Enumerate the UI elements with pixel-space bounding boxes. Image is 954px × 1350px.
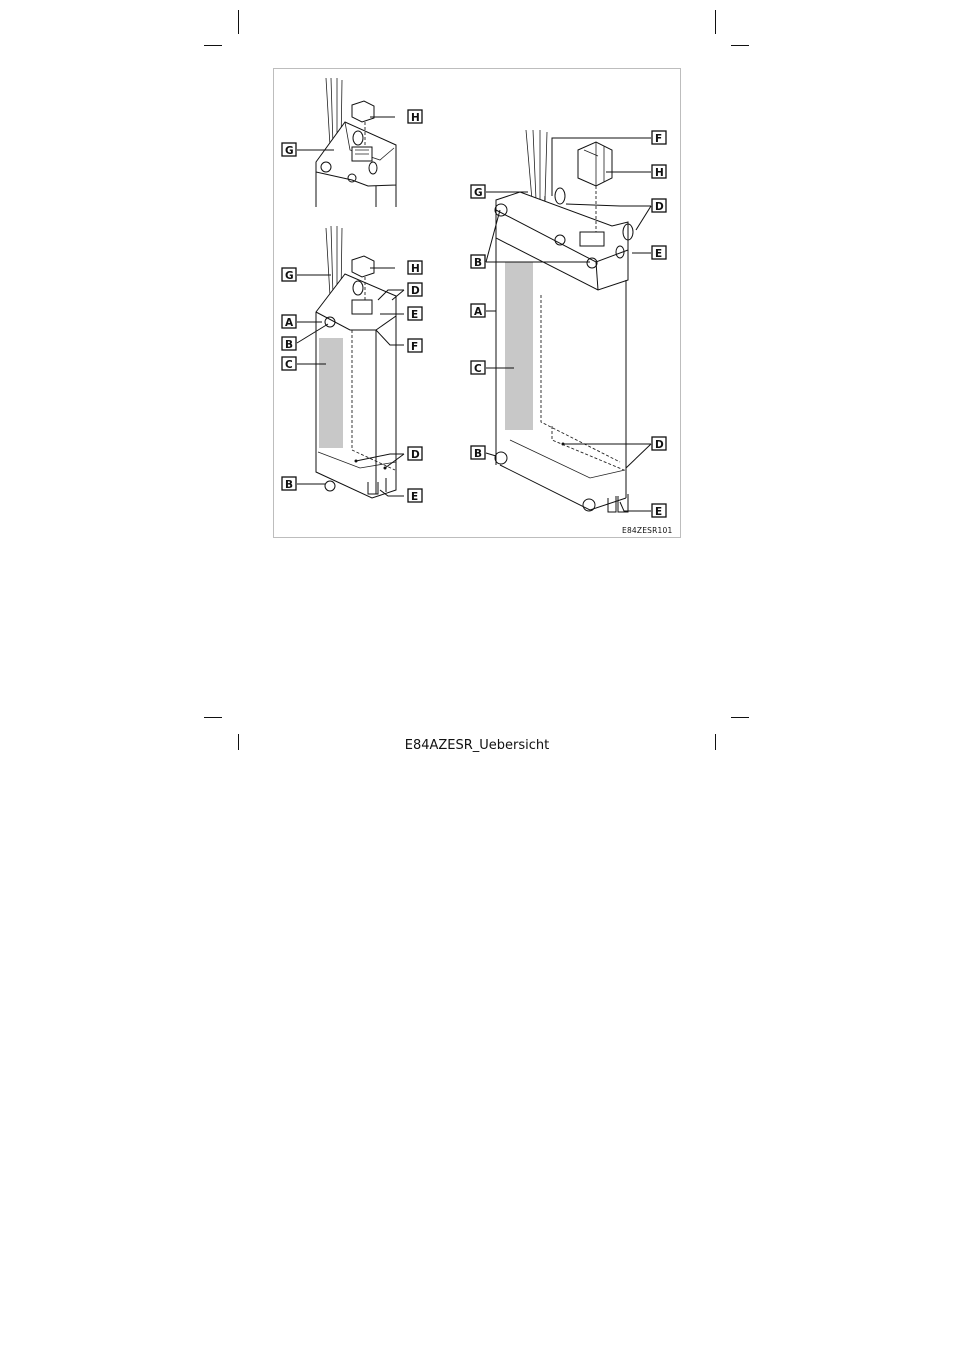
svg-text:B: B: [474, 448, 482, 460]
figure-id-code: E84ZESR101: [622, 526, 673, 535]
label-G-mid-left: G: [281, 267, 297, 282]
svg-text:D: D: [655, 439, 664, 451]
label-E-mid-left: E: [407, 306, 423, 321]
crop-mark-bottom-left-horizontal: [204, 717, 222, 718]
large-device-view: [494, 129, 634, 513]
svg-text:D: D: [411, 285, 420, 297]
svg-text:A: A: [285, 317, 294, 329]
svg-text:D: D: [655, 201, 664, 213]
label-H-top-left: H: [407, 109, 423, 124]
label-B-mid-left: B: [281, 336, 297, 351]
label-D-right-top: D: [651, 198, 667, 213]
svg-text:F: F: [655, 133, 662, 145]
label-B-right-top: B: [470, 254, 486, 269]
label-B-right-bottom: B: [470, 445, 486, 460]
label-G-right: G: [470, 184, 486, 199]
label-D-mid-left: D: [407, 282, 423, 297]
svg-text:E: E: [411, 309, 418, 321]
svg-text:D: D: [411, 449, 420, 461]
svg-text:E: E: [655, 248, 662, 260]
crop-mark-top-left-vertical: [238, 10, 239, 34]
crop-mark-bottom-right-horizontal: [731, 717, 749, 718]
label-D-bottom-left: D: [407, 446, 423, 461]
label-D-right-bottom: D: [651, 436, 667, 451]
svg-text:B: B: [474, 257, 482, 269]
small-device-full-view: [315, 225, 397, 499]
label-E-bottom-left: E: [407, 488, 423, 503]
figure-caption: E84AZESR_Uebersicht: [404, 738, 550, 753]
svg-text:B: B: [285, 479, 293, 491]
figure-frame: [273, 68, 681, 538]
svg-text:B: B: [285, 339, 293, 351]
label-E-right-bottom: E: [651, 503, 667, 518]
svg-text:G: G: [285, 145, 294, 157]
svg-text:C: C: [285, 359, 293, 371]
label-C-right: C: [470, 360, 486, 375]
label-E-right-top: E: [651, 245, 667, 260]
label-A-left: A: [281, 314, 297, 329]
svg-text:A: A: [474, 306, 483, 318]
leader-lines: [296, 116, 652, 512]
svg-text:H: H: [411, 112, 420, 124]
crop-mark-bottom-right-vertical: [715, 734, 716, 750]
svg-text:H: H: [655, 167, 664, 179]
crop-mark-bottom-left-vertical: [238, 734, 239, 750]
label-H-right: H: [651, 164, 667, 179]
svg-text:H: H: [411, 263, 420, 275]
label-F-mid-left: F: [407, 338, 423, 353]
crop-mark-top-right-vertical: [715, 10, 716, 34]
svg-text:E: E: [411, 491, 418, 503]
svg-text:F: F: [411, 341, 418, 353]
label-F-right: F: [651, 130, 667, 145]
crop-mark-top-left-horizontal: [204, 45, 222, 46]
label-B-bottom-left: B: [281, 476, 297, 491]
label-H-mid-left: H: [407, 260, 423, 275]
svg-text:G: G: [474, 187, 483, 199]
small-device-top-view: [315, 77, 397, 207]
svg-text:C: C: [474, 363, 482, 375]
label-A-right: A: [470, 303, 486, 318]
crop-mark-top-right-horizontal: [731, 45, 749, 46]
svg-text:G: G: [285, 270, 294, 282]
label-G-top-left: G: [281, 142, 297, 157]
label-C-left: C: [281, 356, 297, 371]
svg-text:E: E: [655, 506, 662, 518]
